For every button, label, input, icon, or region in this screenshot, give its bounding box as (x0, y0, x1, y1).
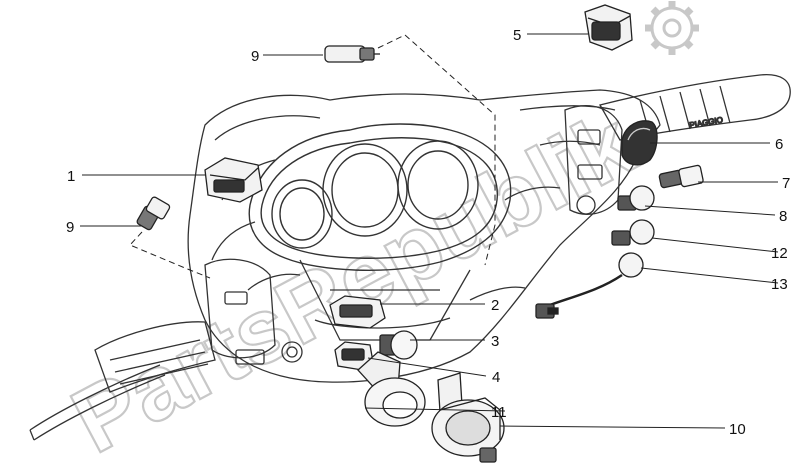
watermark: PartsRepublik (55, 91, 652, 471)
callout-4: 4 (492, 369, 500, 386)
leader-lines (80, 33, 779, 429)
callout-13: 13 (771, 276, 788, 293)
part-1-switch (204, 157, 263, 203)
callout-12: 12 (771, 245, 788, 262)
callout-1: 1 (67, 168, 75, 185)
callout-8: 8 (779, 208, 787, 225)
callout-3: 3 (491, 333, 499, 350)
part-8-bulb (617, 185, 655, 211)
part-7-bulb (658, 164, 704, 189)
part-11-ring (357, 351, 426, 427)
callout-2: 2 (491, 297, 499, 314)
callout-11: 11 (491, 404, 507, 421)
part-12-bulb (611, 219, 655, 246)
handlebar-cover (187, 89, 661, 383)
part-2-switch (329, 295, 386, 329)
callout-10: 10 (729, 421, 746, 438)
watermark-text: PartsRepublik (57, 92, 652, 471)
part-13-wiring (535, 252, 644, 319)
part-9a-bulb (324, 45, 380, 63)
callout-6: 6 (775, 136, 783, 153)
part-6-button (621, 120, 658, 166)
part-5-switch (584, 4, 633, 51)
callout-9-left: 9 (66, 219, 74, 236)
callout-9-top: 9 (251, 48, 259, 65)
gear-icon (645, 1, 699, 55)
callout-7: 7 (782, 175, 790, 192)
part-10-ignition-switch (431, 372, 505, 463)
instrument-cluster (248, 123, 512, 271)
part-9b-bulb (136, 196, 171, 231)
part-3-bulb (379, 330, 418, 360)
right-grip-assembly: PIAGGIO (564, 74, 791, 215)
grip-brand-text: PIAGGIO (689, 115, 724, 130)
callout-labels: 1 2 3 4 5 6 7 8 9 9 10 11 12 13 (66, 27, 790, 438)
callout-5: 5 (513, 27, 521, 44)
left-grip-assembly (29, 258, 303, 441)
